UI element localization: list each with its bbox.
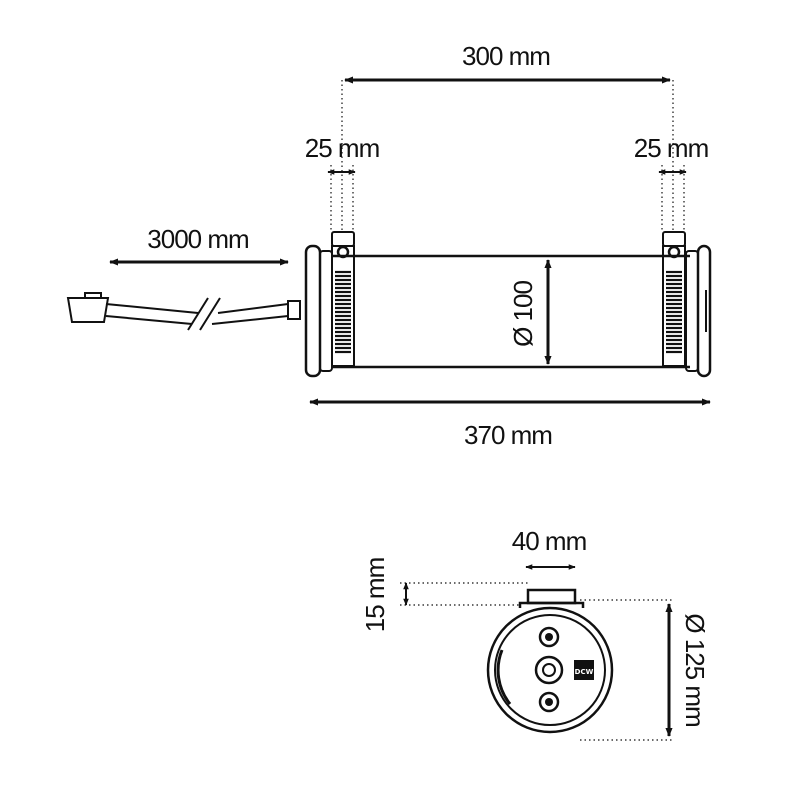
mount-spacing-label: 300 mm [462,41,550,71]
cap-diameter-dimension: Ø 125 mm [580,599,710,741]
tube-diameter-label: Ø 100 [508,281,538,347]
power-cable [66,292,301,331]
logo-text: DCW [575,668,594,676]
left-clamp-band [335,270,351,354]
cable-length-label: 3000 mm [147,224,248,254]
cap-inscription [496,649,512,705]
right-clamp-band [666,270,682,354]
clamp-width-left-label: 25 mm [305,133,379,163]
right-end-cap [685,244,712,378]
overall-length-label: 370 mm [464,420,552,450]
clamp-width-right-label: 25 mm [634,133,708,163]
left-end-cap [304,244,333,378]
tube-body [332,254,690,369]
logo-badge: DCW [574,660,594,680]
bracket-width-label: 40 mm [512,526,586,556]
mount-spacing-dimension: 300 mm [341,41,674,232]
end-cap-face: DCW [486,606,614,734]
bracket-width-dimension: 40 mm [512,526,587,570]
bracket-height-label: 15 mm [360,558,390,632]
left-clamp [331,231,355,367]
bracket-height-dimension: 15 mm [360,558,530,632]
clamp-width-right-dimension: 25 mm [634,133,709,232]
mounting-bracket [518,588,585,608]
right-clamp [662,231,686,367]
cable-length-dimension: 3000 mm [109,224,289,266]
end-view: 40 mm 15 mm DCW [360,526,710,741]
side-view: 300 mm 25 mm 25 mm 3000 mm [66,41,712,450]
clamp-width-left-dimension: 25 mm [305,133,380,232]
overall-length-dimension: 370 mm [309,398,711,450]
tube-diameter-dimension: Ø 100 [508,259,552,365]
cap-diameter-label: Ø 125 mm [680,613,710,726]
